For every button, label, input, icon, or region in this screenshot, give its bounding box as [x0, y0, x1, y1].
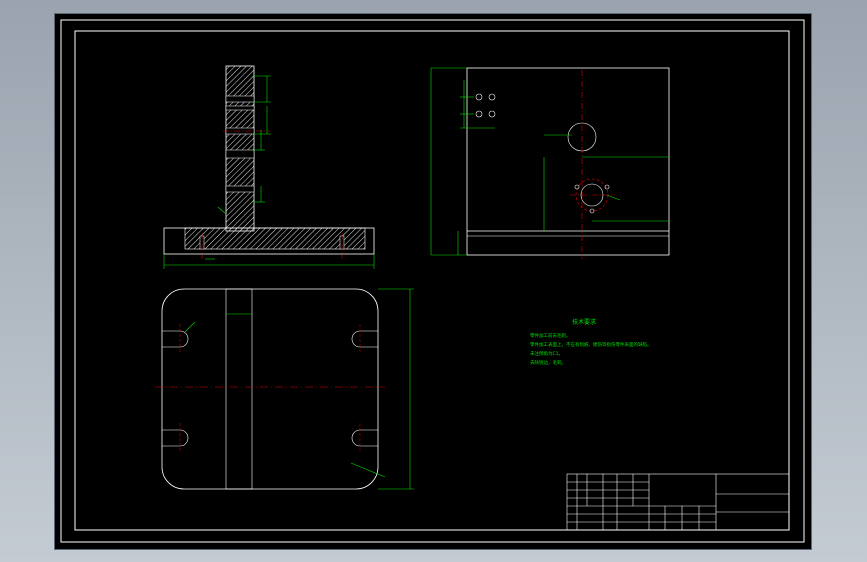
note-4: 去除锐边，毛刺。 [530, 359, 566, 366]
outer-border [60, 19, 805, 543]
drawing-canvas: 技术要求 零件加工前去毛刺。 零件加工表面上，不应有划痕、擦伤等损伤零件表面的缺… [60, 19, 805, 543]
technical-requirements: 技术要求 零件加工前去毛刺。 零件加工表面上，不应有划痕、擦伤等损伤零件表面的缺… [530, 318, 652, 366]
note-3: 未注倒角为C1。 [530, 350, 563, 357]
inner-border [74, 30, 790, 531]
tech-requirements-title: 技术要求 [572, 318, 596, 326]
note-1: 零件加工前去毛刺。 [530, 332, 571, 339]
drawing-sheet: 技术要求 零件加工前去毛刺。 零件加工表面上，不应有划痕、擦伤等损伤零件表面的缺… [54, 13, 812, 550]
top-view [155, 288, 414, 490]
side-view [430, 67, 670, 259]
title-block [566, 473, 790, 531]
note-2: 零件加工表面上，不应有划痕、擦伤等损伤零件表面的缺陷。 [530, 341, 652, 348]
front-section-view [163, 65, 375, 269]
